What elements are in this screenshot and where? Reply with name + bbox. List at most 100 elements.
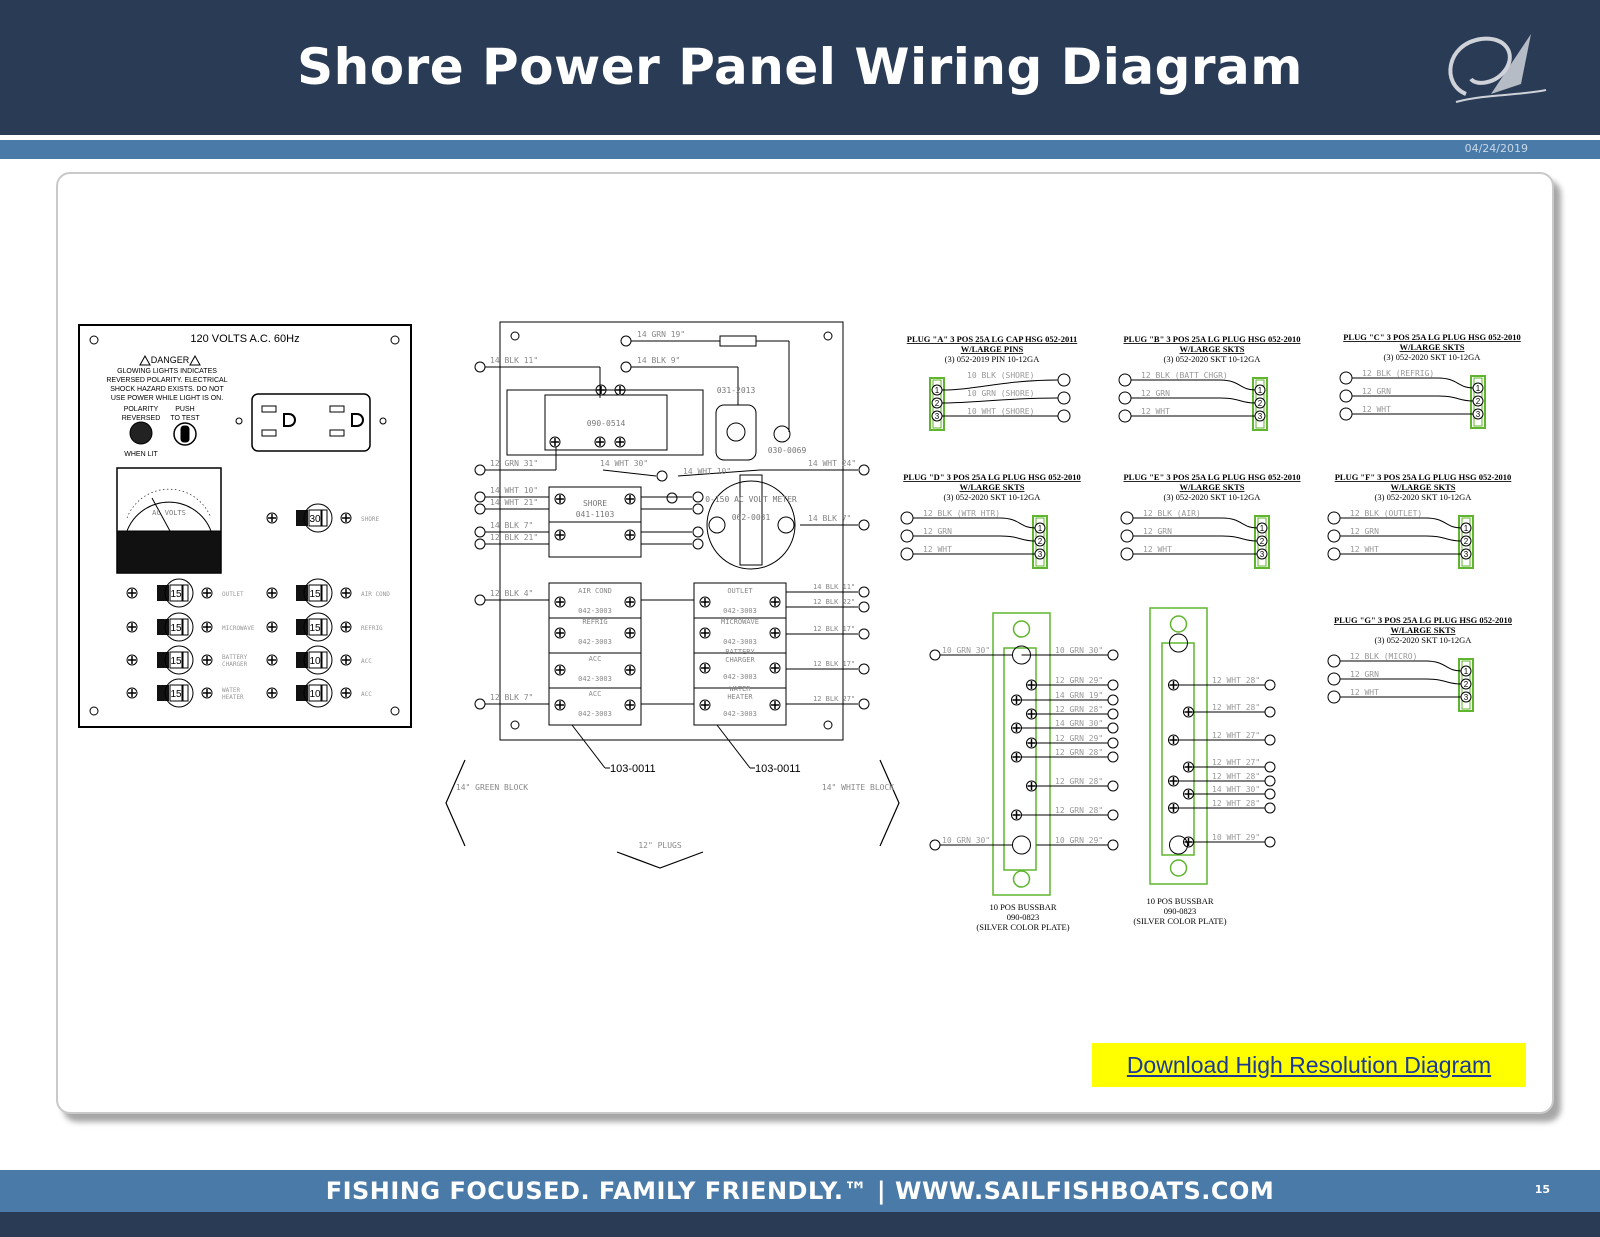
receptacle-icon bbox=[251, 393, 371, 452]
wire-label: 14 GRN 19" bbox=[637, 330, 685, 339]
screw-head bbox=[624, 529, 636, 541]
bussbar-note: (SILVER COLOR PLATE) bbox=[976, 922, 1069, 932]
mount-screw-icon bbox=[126, 654, 138, 666]
wire-label: 12 GRN bbox=[1143, 527, 1172, 536]
wire-label: 12 WHT bbox=[1143, 545, 1172, 554]
breaker-label: HEATER bbox=[727, 693, 753, 701]
mount-screw-icon bbox=[126, 587, 138, 599]
wire-label: 12 BLK 17" bbox=[813, 660, 855, 668]
plugs-note-label: 12" PLUGS bbox=[638, 841, 682, 850]
wire-label: 12 BLK 4" bbox=[490, 589, 533, 598]
wire-label: 12 WHT 27" bbox=[1212, 731, 1260, 740]
polarity-switch-back-icon bbox=[715, 404, 757, 461]
wire-label: 10 GRN 30" bbox=[1055, 646, 1103, 655]
wire-label: 12 BLK (AIR) bbox=[1143, 509, 1201, 518]
breaker-rating: 10 bbox=[309, 656, 321, 667]
part-label: 090-0514 bbox=[587, 419, 626, 428]
header-rule bbox=[0, 135, 1600, 140]
screw-head bbox=[266, 687, 278, 699]
wire-label: 14 GRN 19" bbox=[1055, 691, 1103, 700]
screw-head bbox=[624, 664, 636, 676]
mount-screw-icon bbox=[201, 654, 213, 666]
pin-number: 3 bbox=[1464, 693, 1469, 702]
screw-head bbox=[624, 627, 636, 639]
breaker-toggle-icon bbox=[182, 584, 189, 602]
bussbar-name: 10 POS BUSSBAR bbox=[989, 902, 1056, 912]
wire-terminal-icon bbox=[1327, 654, 1341, 668]
wire-terminal-icon bbox=[1107, 722, 1119, 734]
screw-head bbox=[266, 621, 278, 633]
bussbar-note: (SILVER COLOR PLATE) bbox=[1133, 916, 1226, 926]
plug-title: PLUG "A" 3 POS 25A LG CAP HSG 052-2011 bbox=[907, 334, 1077, 344]
plug-wire bbox=[913, 535, 1036, 542]
wire-label: 14 WHT 30" bbox=[1212, 785, 1260, 794]
plug-body bbox=[1252, 377, 1268, 431]
terminal-screw-icon bbox=[1168, 734, 1179, 746]
screw-head bbox=[340, 654, 352, 666]
breaker-rating: 15 bbox=[170, 623, 182, 634]
mount-hole-icon bbox=[1012, 620, 1031, 638]
plug-f: PLUG "F" 3 POS 25A LG PLUG HSG 052-2010W… bbox=[1327, 472, 1511, 569]
plug-c: PLUG "C" 3 POS 25A LG PLUG HSG 052-2010W… bbox=[1339, 332, 1521, 429]
breaker-toggle-icon bbox=[308, 618, 322, 636]
wire-label: 10 GRN (SHORE) bbox=[967, 389, 1034, 398]
plug-spec: (3) 052-2020 SKT 10-12GA bbox=[1164, 354, 1262, 364]
wire-terminal-icon bbox=[1107, 737, 1119, 749]
download-diagram-link[interactable]: Download High Resolution Diagram bbox=[1126, 1051, 1492, 1078]
part-label: 042-3003 bbox=[578, 638, 612, 646]
wire-label: 14 WHT 30" bbox=[600, 459, 648, 468]
wire-label: 14 WHT 24" bbox=[808, 459, 856, 468]
wire-terminal-icon bbox=[1107, 809, 1119, 821]
plug-wire bbox=[941, 379, 1059, 391]
breaker-label: WATER bbox=[222, 687, 240, 694]
wire-terminal-icon bbox=[900, 511, 914, 525]
screw-head bbox=[554, 493, 566, 505]
breaker-label: BATTERY bbox=[725, 648, 755, 656]
part-label: 030-0069 bbox=[768, 446, 807, 455]
meter-part-label: 0-150 AC VOLT METER bbox=[705, 495, 797, 504]
wire-terminal-icon bbox=[1107, 751, 1119, 763]
breaker-toggle-icon bbox=[182, 618, 189, 636]
wire-label: 10 WHT (SHORE) bbox=[967, 407, 1034, 416]
footer-tagline: FISHING FOCUSED. FAMILY FRIENDLY.™ | WWW… bbox=[325, 1177, 1275, 1205]
bussbar-part: 090-0823 bbox=[1164, 906, 1197, 916]
rear-breaker: ACC 042-3003 bbox=[554, 690, 636, 718]
wire-terminal-icon bbox=[1107, 694, 1119, 706]
wire-terminal-icon bbox=[1327, 529, 1341, 543]
screw-head bbox=[769, 699, 781, 711]
screw-head bbox=[699, 627, 711, 639]
wire-terminal-icon bbox=[1264, 706, 1276, 718]
plug-body bbox=[1032, 515, 1048, 569]
breaker-bezel-icon bbox=[303, 578, 333, 608]
terminal-screw-icon bbox=[1026, 679, 1037, 691]
plug-body bbox=[1470, 375, 1486, 429]
plug-e: PLUG "E" 3 POS 25A LG PLUG HSG 052-2010W… bbox=[1120, 472, 1301, 569]
terminal-screw-icon bbox=[769, 596, 781, 608]
plug-housing-icon: 123 bbox=[1252, 377, 1268, 431]
breaker-toggle-icon bbox=[182, 651, 189, 669]
part-label: 042-3003 bbox=[723, 638, 757, 646]
breaker-label: HEATER bbox=[222, 694, 244, 701]
breaker-label: WATER bbox=[729, 685, 751, 693]
pin-number: 2 bbox=[1260, 537, 1265, 546]
wire-terminal-icon bbox=[1107, 708, 1119, 720]
screw-head bbox=[201, 687, 213, 699]
terminal-screw-icon bbox=[699, 596, 711, 608]
plug-subtitle: W/LARGE SKTS bbox=[1391, 625, 1456, 635]
breaker-label: ACC bbox=[589, 690, 602, 698]
mount-screw-icon bbox=[266, 587, 278, 599]
breaker-label: CHARGER bbox=[222, 661, 248, 668]
wire-label: 14 GRN 30" bbox=[1055, 719, 1103, 728]
wire-label: 12 BLK 17" bbox=[813, 625, 855, 633]
wire-label: 12 WHT bbox=[1362, 405, 1391, 414]
push-label: TO TEST bbox=[170, 415, 200, 422]
terminal-screw-icon bbox=[1011, 751, 1022, 763]
part-label: 042-3003 bbox=[578, 710, 612, 718]
wire-terminal-icon bbox=[1264, 836, 1276, 848]
terminal-screw-icon bbox=[1011, 694, 1022, 706]
screw-head bbox=[554, 596, 566, 608]
when-lit-label: WHEN LIT bbox=[124, 451, 158, 458]
lamp-back-icon bbox=[773, 425, 791, 443]
screw-head bbox=[340, 621, 352, 633]
